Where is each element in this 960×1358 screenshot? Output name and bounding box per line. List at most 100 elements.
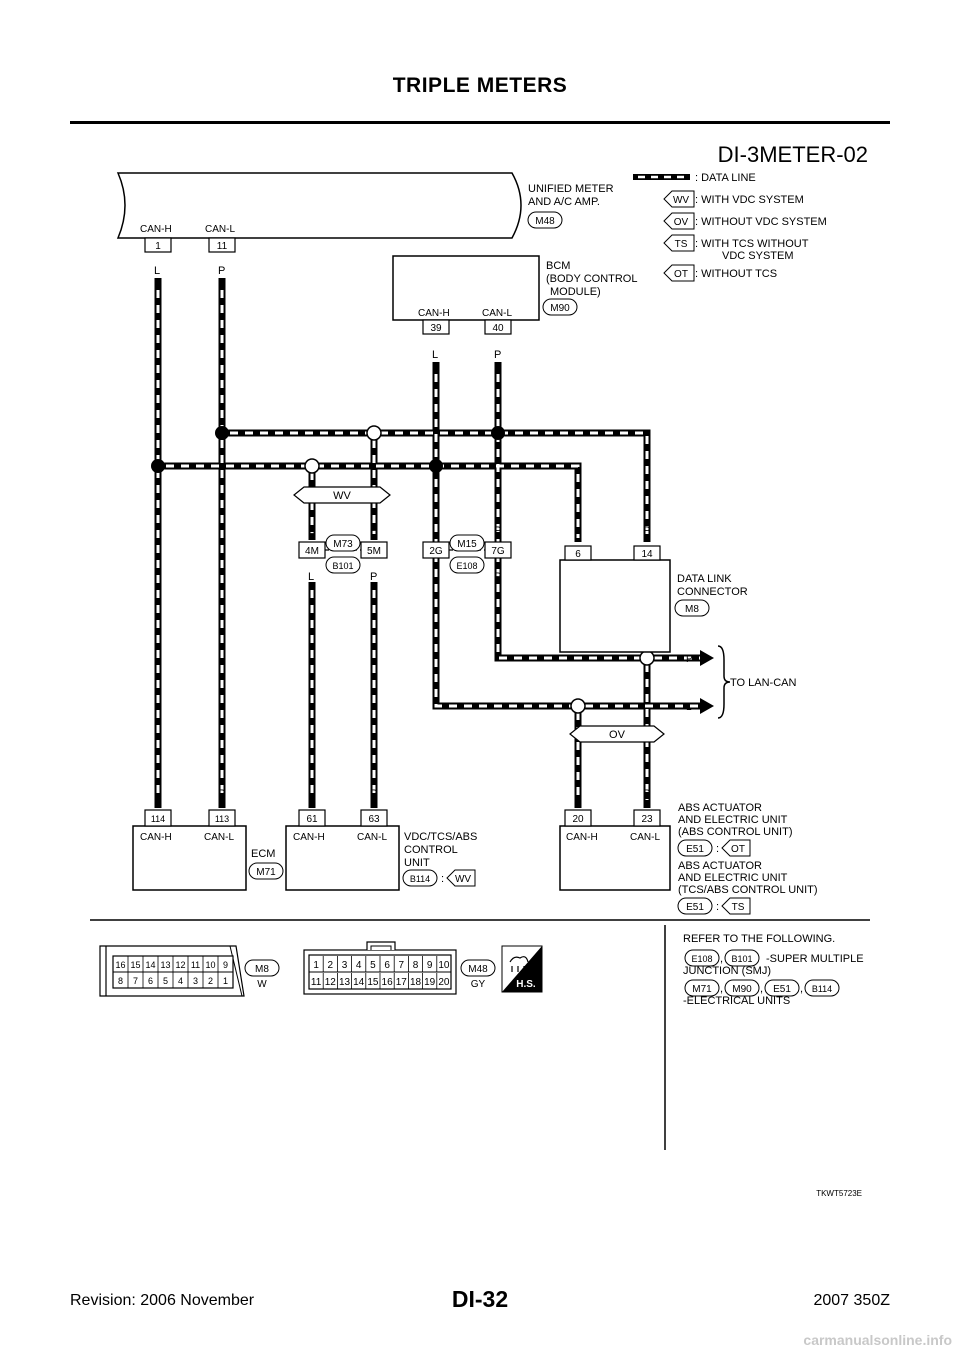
pin-number: 11: [191, 960, 200, 970]
data-link-connector: L P 6 14 DATA LINK CONNECTOR M8: [559, 525, 748, 653]
svg-text:P: P: [370, 788, 377, 800]
svg-text:: WITH TCS WITHOUT: : WITH TCS WITHOUT: [695, 238, 809, 250]
pin-number: 9: [223, 960, 228, 970]
svg-text:E108: E108: [456, 561, 477, 571]
svg-text:113: 113: [215, 814, 229, 824]
svg-text:-ELECTRICAL UNITS: -ELECTRICAL UNITS: [683, 995, 790, 1007]
pin-number: 5: [370, 960, 376, 971]
svg-text:23: 23: [641, 814, 653, 825]
pin-number: 16: [115, 960, 125, 970]
svg-text:L: L: [574, 788, 580, 800]
pin-number: 7: [133, 976, 138, 986]
svg-text:P: P: [370, 525, 377, 537]
meter-wire-p: P: [218, 265, 225, 277]
svg-text:UNIFIED METER: UNIFIED METER: [528, 183, 614, 195]
svg-text:114: 114: [151, 814, 165, 824]
svg-text:,: ,: [720, 953, 723, 965]
smj-connector-2: L P 2G 7G M15 E108 L P: [422, 525, 512, 583]
abs-actuator-unit: 20 23 CAN-H CAN-L ABS ACTUATOR AND ELECT…: [559, 802, 818, 915]
svg-text::: :: [441, 873, 444, 885]
wv-tag: WV: [293, 486, 391, 504]
pin-number: 12: [325, 977, 337, 988]
svg-text:ABS ACTUATOR: ABS ACTUATOR: [678, 802, 762, 814]
svg-text:CAN-H: CAN-H: [566, 832, 598, 843]
svg-text:JUNCTION (SMJ): JUNCTION (SMJ): [683, 965, 771, 977]
svg-text:ABS ACTUATOR: ABS ACTUATOR: [678, 860, 762, 872]
svg-text:CAN-H: CAN-H: [418, 308, 450, 319]
bcm-connector: M90: [550, 303, 570, 314]
svg-text:6: 6: [575, 549, 581, 560]
unified-meter-unit: CAN-H CAN-L 1 11 UNIFIED METER AND A/C A…: [116, 172, 614, 253]
pin-number: 14: [353, 977, 365, 988]
svg-text:GY: GY: [471, 979, 486, 990]
svg-text:OT: OT: [674, 269, 688, 280]
svg-text:OV: OV: [674, 217, 689, 228]
svg-text:WV: WV: [673, 195, 689, 206]
pin-number: 18: [410, 977, 422, 988]
pin-number: 3: [193, 976, 198, 986]
svg-text:TS: TS: [675, 239, 688, 250]
svg-text:P: P: [643, 525, 650, 537]
svg-text::: :: [716, 843, 719, 855]
pin-number: 11: [311, 977, 322, 988]
svg-text:L: L: [154, 788, 160, 800]
svg-text:7G: 7G: [491, 546, 505, 557]
revision-text: Revision: 2006 November: [70, 1292, 255, 1309]
header-rule: [70, 121, 890, 124]
svg-text:MODULE): MODULE): [550, 286, 601, 298]
svg-text:,: ,: [720, 983, 723, 995]
legend: : DATA LINE WV : WITH VDC SYSTEM OV : WI…: [633, 172, 827, 282]
svg-text:CONNECTOR: CONNECTOR: [677, 586, 748, 598]
svg-text:OT: OT: [731, 844, 745, 855]
meter-pin-l: 11: [217, 241, 228, 252]
page-number: DI-32: [451, 1286, 509, 1312]
pin-number: 8: [118, 976, 123, 986]
svg-text:CAN-L: CAN-L: [204, 832, 234, 843]
svg-text:E51: E51: [686, 902, 704, 913]
pin-number: 15: [367, 977, 379, 988]
vdc-control-unit: 61 63 CAN-H CAN-L VDC/TCS/ABS CONTROL UN…: [285, 809, 477, 891]
svg-text:CAN-L: CAN-L: [630, 832, 660, 843]
svg-text:E108: E108: [691, 954, 712, 964]
svg-text:VDC SYSTEM: VDC SYSTEM: [722, 250, 794, 262]
svg-text:UNIT: UNIT: [404, 857, 430, 869]
lan-brace: [717, 645, 731, 719]
svg-text:(TCS/ABS CONTROL UNIT): (TCS/ABS CONTROL UNIT): [678, 884, 818, 896]
svg-text:AND ELECTRIC UNIT: AND ELECTRIC UNIT: [678, 872, 788, 884]
watermark: carmanualsonline.info: [803, 1332, 952, 1348]
svg-text:W: W: [257, 979, 267, 990]
svg-text:B114: B114: [410, 874, 430, 884]
svg-text:REFER TO THE FOLLOWING.: REFER TO THE FOLLOWING.: [683, 933, 835, 945]
svg-text:: WITHOUT TCS: : WITHOUT TCS: [695, 268, 777, 280]
svg-text:(BODY CONTROL: (BODY CONTROL: [546, 273, 637, 285]
svg-text:CAN-H: CAN-H: [293, 832, 325, 843]
svg-text:WV: WV: [333, 490, 351, 502]
svg-text:AND ELECTRIC UNIT: AND ELECTRIC UNIT: [678, 814, 788, 826]
svg-text:L: L: [432, 525, 438, 537]
svg-text::: :: [716, 901, 719, 913]
svg-text:M90: M90: [732, 984, 752, 995]
svg-text:CAN-L: CAN-L: [482, 308, 512, 319]
svg-text:CAN-H: CAN-H: [140, 224, 172, 235]
svg-text:AND A/C AMP.: AND A/C AMP.: [528, 196, 600, 208]
svg-text:: DATA LINE: : DATA LINE: [695, 172, 756, 184]
diagram-code: DI-3METER-02: [718, 142, 868, 167]
svg-text:E51: E51: [773, 984, 791, 995]
svg-text:B101: B101: [332, 561, 353, 571]
pin-number: 13: [160, 960, 170, 970]
svg-text:L: L: [574, 525, 580, 537]
meter-wire-l: L: [154, 265, 160, 277]
pin-number: 10: [438, 960, 450, 971]
svg-text:CAN-L: CAN-L: [357, 832, 387, 843]
bcm-pin-h: 39: [430, 323, 442, 334]
bcm-wire-l: L: [432, 349, 438, 361]
pin-number: 3: [342, 960, 348, 971]
svg-text:L: L: [432, 571, 438, 583]
svg-text:P: P: [218, 788, 225, 800]
svg-text:CAN-L: CAN-L: [205, 224, 235, 235]
svg-text:CONTROL: CONTROL: [404, 844, 458, 856]
